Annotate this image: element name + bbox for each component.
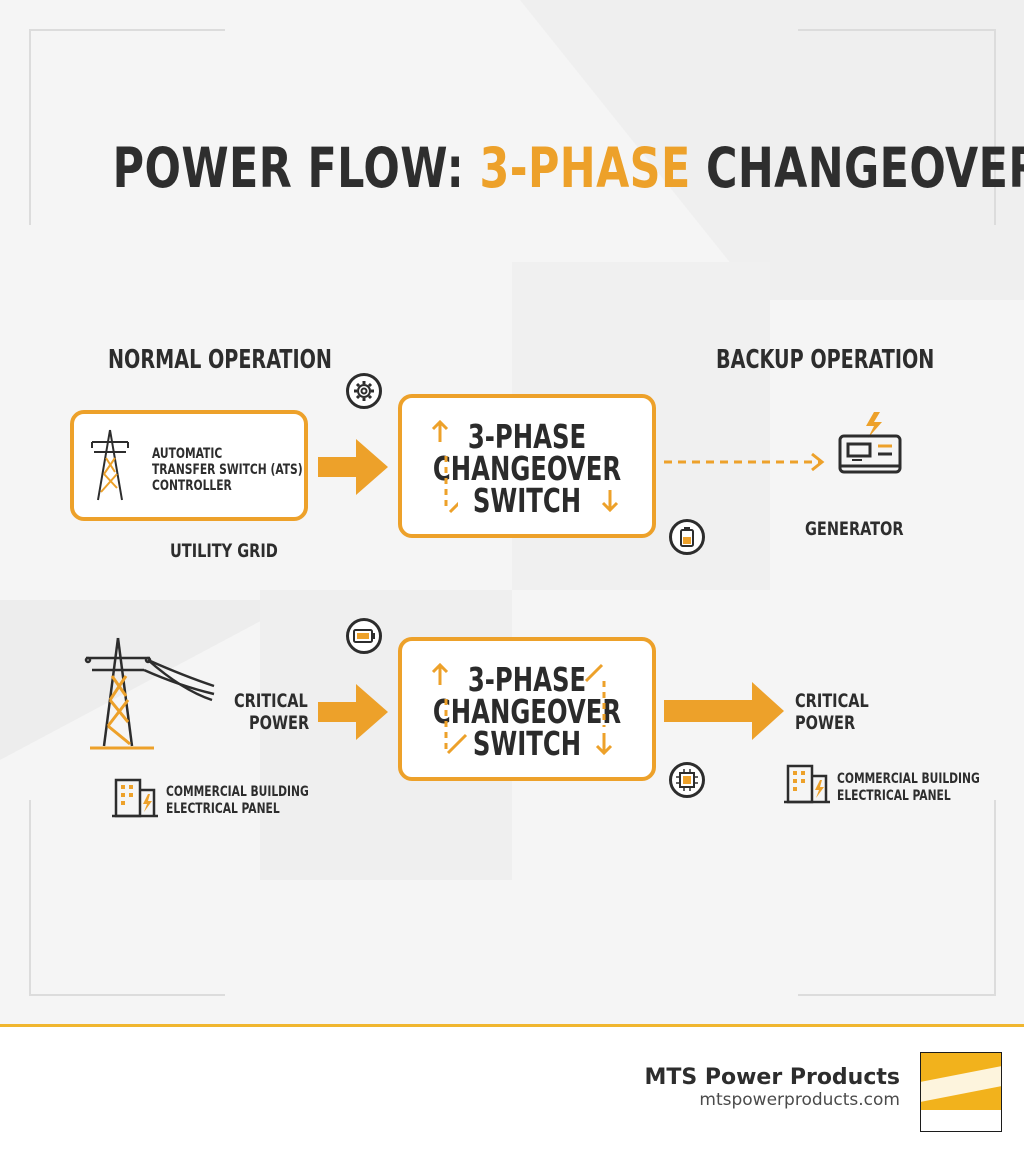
switch-line-2: CHANGEOVER [432, 449, 622, 488]
chip-icon [669, 762, 705, 798]
ats-label-line-3: CONTROLLER [152, 478, 232, 494]
switch-line-3: SWITCH [472, 481, 582, 520]
battery-icon [669, 519, 705, 555]
flow-arrow-top [318, 439, 388, 495]
up-arrow-icon [431, 419, 458, 514]
brand-name: MTS Power Products [644, 1065, 900, 1090]
ats-label-line-2: TRANSFER SWITCH (ATS) [152, 462, 303, 478]
flow-arrow-bottom-left [318, 684, 388, 740]
brand-logo [920, 1052, 1002, 1132]
normal-operation-heading: NORMAL OPERATION [108, 345, 332, 375]
transmission-tower-icon [91, 429, 129, 501]
building-icon [784, 764, 830, 804]
building-icon [112, 778, 158, 818]
footer-divider [0, 1024, 1024, 1027]
panel-left-line-1: COMMERCIAL BUILDING [166, 784, 309, 800]
generator-icon [838, 412, 902, 474]
title-accent: 3-PHASE [479, 136, 691, 200]
changeover-switch-box-bottom: 3-PHASE CHANGEOVER SWITCH [398, 637, 656, 781]
slash-mark-icon [446, 733, 468, 755]
footer [0, 1027, 1024, 1154]
generator-label: GENERATOR [805, 518, 904, 540]
critical-power-right-line-1: CRITICAL [795, 690, 869, 712]
backup-flow-dashed-arrow [664, 452, 825, 472]
backup-operation-heading: BACKUP OPERATION [716, 345, 935, 375]
ats-label-line-1: AUTOMATIC [152, 446, 223, 462]
brand-block: MTS Power Products mtspowerproducts.com [644, 1065, 900, 1110]
switch-line-1: 3-PHASE [467, 417, 587, 456]
down-arrow-icon [601, 490, 619, 513]
panel-right-line-1: COMMERCIAL BUILDING [837, 771, 980, 787]
critical-power-left-line-2: POWER [249, 712, 310, 734]
switch-bottom-line-1: 3-PHASE [467, 660, 587, 699]
critical-power-left-line-1: CRITICAL [234, 690, 308, 712]
panel-right-line-2: ELECTRICAL PANEL [837, 788, 951, 804]
flow-arrow-bottom-right [664, 682, 784, 740]
switch-bottom-line-3: SWITCH [472, 724, 582, 763]
transmission-tower-large-icon [84, 637, 215, 750]
critical-power-right-line-2: POWER [795, 712, 856, 734]
utility-grid-label: UTILITY GRID [170, 540, 278, 562]
changeover-switch-box-top: 3-PHASE CHANGEOVER SWITCH [398, 394, 656, 538]
battery-horizontal-icon [346, 618, 382, 654]
up-arrow-icon [431, 662, 449, 751]
brand-url[interactable]: mtspowerproducts.com [699, 1090, 900, 1110]
switch-bottom-line-2: CHANGEOVER [432, 692, 622, 731]
down-arrow-icon [584, 663, 613, 756]
gear-icon [346, 373, 382, 409]
ats-controller-box: AUTOMATIC TRANSFER SWITCH (ATS) CONTROLL… [70, 410, 308, 521]
panel-left-line-2: ELECTRICAL PANEL [166, 801, 280, 817]
page-title: POWER FLOW: 3-PHASE CHANGEOVER [112, 136, 1024, 200]
